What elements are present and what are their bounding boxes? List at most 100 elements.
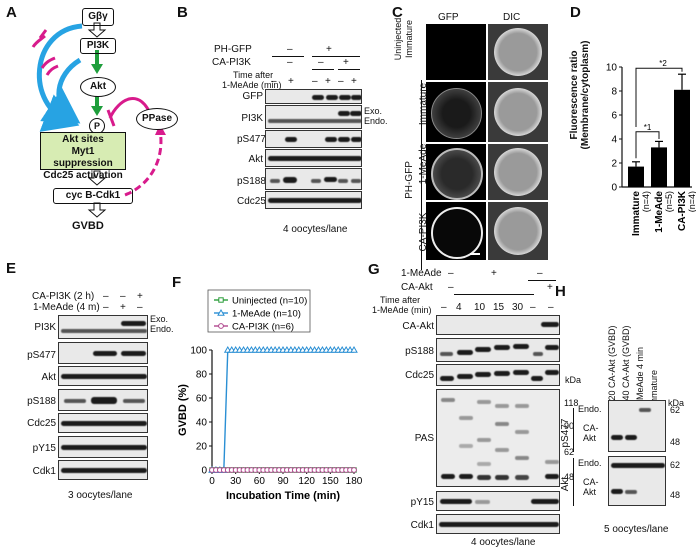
g-footer: 4 oocytes/lane bbox=[471, 537, 536, 548]
panel-label-b: B bbox=[177, 4, 188, 21]
f-legend-box bbox=[207, 289, 311, 333]
g-time-4: 30 bbox=[512, 302, 524, 313]
d-ytick-label-4: 8 bbox=[611, 87, 617, 98]
e-row-cdc25: Cdc25 bbox=[27, 418, 56, 429]
g-time-3: 15 bbox=[493, 302, 505, 313]
f-ytick-label-4: 80 bbox=[196, 370, 208, 381]
ppase-oval: PPase bbox=[136, 108, 178, 130]
f-legend-marker-2 bbox=[218, 323, 224, 329]
h-col-3: Immature bbox=[649, 369, 659, 408]
c-gfp-uninjected bbox=[426, 24, 486, 80]
panel-label-e: E bbox=[6, 260, 17, 277]
c-uninjected-label: Uninjected Immature bbox=[393, 8, 415, 70]
panel-label-a: A bbox=[6, 4, 17, 21]
d-bar-2 bbox=[674, 89, 690, 187]
e-row-ps477: pS477 bbox=[27, 350, 56, 361]
f-ytick-label-3: 60 bbox=[196, 394, 208, 405]
cycb-cdk1-box: cyc B-Cdk1 bbox=[53, 188, 133, 204]
panel-label-f: F bbox=[172, 274, 182, 291]
c-dic-uninjected bbox=[488, 24, 548, 80]
f-series-line-1 bbox=[212, 349, 354, 471]
cdc25-label: Cdc25 activation bbox=[43, 170, 123, 181]
d-n-label-2: (n=4) bbox=[687, 191, 696, 212]
g-row-caakt: CA-Akt bbox=[402, 321, 434, 332]
d-ylabel-line1: Fluorescence ratio bbox=[569, 50, 580, 140]
e-sign-me-2: – bbox=[137, 302, 143, 313]
b-footer: 4 oocytes/lane bbox=[283, 224, 348, 235]
g-marker-48: 48 bbox=[564, 472, 575, 482]
b-blot-akt bbox=[265, 149, 362, 167]
g-kda-label: kDa bbox=[565, 375, 582, 385]
e-endo-label: Endo. bbox=[150, 324, 174, 334]
d-cat-label-0: Immature bbox=[631, 191, 642, 236]
g-time-5: – bbox=[530, 302, 536, 313]
g-meade-label: 1-MeAde bbox=[401, 268, 442, 279]
pi3k-box: PI3K bbox=[80, 38, 116, 54]
h-blot-akt bbox=[608, 456, 666, 506]
e-meade-label: 1-MeAde (4 m) bbox=[33, 302, 100, 313]
f-point-1-36 bbox=[350, 345, 358, 353]
d-star-1: *1 bbox=[644, 123, 652, 132]
g-marker-62: 62 bbox=[564, 447, 575, 457]
b-time-4: – bbox=[338, 76, 344, 87]
g-row-cdc25: Cdc25 bbox=[405, 370, 434, 381]
e-sign-ca-0: – bbox=[103, 291, 109, 302]
g-caakt-label: CA-Akt bbox=[401, 282, 433, 293]
g-time-line1: Time after bbox=[380, 295, 421, 305]
f-legend-label-1: 1-MeAde (n=10) bbox=[232, 309, 301, 320]
e-footer: 3 oocytes/lane bbox=[68, 490, 133, 501]
c-col-gfp: GFP bbox=[438, 12, 459, 23]
b-time-3: + bbox=[325, 76, 331, 87]
g-sign-me-2: – bbox=[537, 268, 543, 279]
f-legend-label-0: Uninjected (n=10) bbox=[232, 296, 307, 307]
d-bar-0 bbox=[628, 166, 644, 187]
g-row-cdk1: Cdk1 bbox=[410, 520, 434, 531]
g-sign-me-0: – bbox=[448, 268, 454, 279]
f-xtick-label-0: 0 bbox=[209, 476, 215, 487]
h-blot-ps477 bbox=[608, 400, 666, 452]
g-row-ps188: pS188 bbox=[405, 346, 434, 357]
h-kda-label: kDa bbox=[668, 398, 685, 408]
d-ytick-label-1: 2 bbox=[611, 159, 617, 170]
b-time-0: – bbox=[271, 76, 277, 87]
g-time-6: – bbox=[548, 302, 554, 313]
d-bracket-2 bbox=[635, 67, 683, 127]
h-col-0: 1/20 CA-Akt (GVBD) bbox=[607, 325, 617, 408]
b-time-line2: 1-MeAde (min) bbox=[222, 80, 282, 90]
b-capi3k-label: CA-PI3K bbox=[212, 57, 251, 68]
e-row-pi3k: PI3K bbox=[34, 322, 56, 333]
e-sign-me-1: + bbox=[120, 302, 126, 313]
b-sign-ca-0: – bbox=[287, 57, 293, 68]
b-time-5: + bbox=[351, 76, 357, 87]
akt-sites-label: Akt sites bbox=[62, 134, 104, 145]
g-blot-cdk1 bbox=[436, 514, 560, 534]
d-n-label-0: (n=4) bbox=[641, 191, 651, 212]
e-blot-cdk1 bbox=[58, 460, 148, 480]
g-time-1: 4 bbox=[456, 302, 462, 313]
c-uninjected-line1: Uninjected bbox=[393, 17, 403, 61]
f-xtick-label-4: 120 bbox=[298, 476, 315, 487]
b-blot-pi3k bbox=[265, 105, 362, 129]
panel-label-g: G bbox=[368, 261, 380, 278]
f-xtick-label-5: 150 bbox=[322, 476, 339, 487]
akt-sites-box: Akt sites Myt1 suppression Cdc25 activat… bbox=[40, 132, 126, 181]
b-endo-label: Endo. bbox=[364, 116, 388, 126]
h-akt-label: Akt bbox=[560, 476, 571, 492]
g-blot-cdc25 bbox=[436, 364, 560, 386]
b-sign-ca-1: – bbox=[318, 57, 324, 68]
h-endo-top: Endo. bbox=[578, 404, 602, 414]
akt-oval: Akt bbox=[80, 77, 116, 97]
f-ylabel: GVBD (%) bbox=[177, 384, 189, 436]
h-akt-top: Akt bbox=[583, 433, 597, 443]
f-xtick-label-3: 90 bbox=[277, 476, 289, 487]
f-ytick-label-0: 0 bbox=[201, 466, 207, 477]
f-xlabel: Incubation Time (min) bbox=[226, 490, 340, 502]
e-blot-pi3k bbox=[58, 315, 148, 339]
e-sign-ca-2: + bbox=[137, 291, 143, 302]
b-time-2: – bbox=[312, 76, 318, 87]
f-ytick-label-5: 100 bbox=[190, 346, 207, 357]
e-blot-akt bbox=[58, 366, 148, 386]
b-time-line1: Time after bbox=[233, 70, 274, 80]
d-ytick-label-5: 10 bbox=[606, 63, 618, 74]
